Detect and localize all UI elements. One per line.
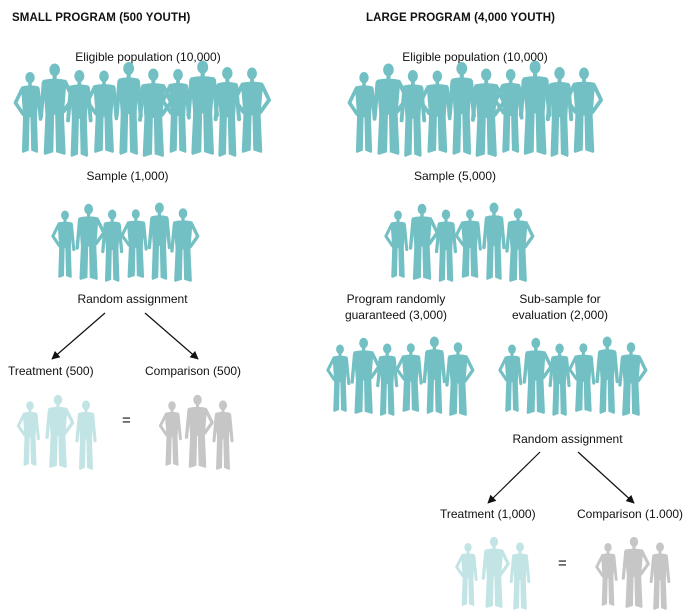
large-comparison-crowd xyxy=(595,536,671,610)
subsample-crowd-person xyxy=(595,336,620,414)
small-treatment-label: Treatment (500) xyxy=(8,364,94,378)
large-eligible-crowd xyxy=(347,60,604,157)
small-eligible-crowd-person xyxy=(213,67,242,157)
small-comparison-crowd xyxy=(158,394,234,470)
guaranteed-crowd xyxy=(326,336,475,416)
small-treatment-crowd-person xyxy=(75,400,97,470)
large-sample-crowd xyxy=(384,202,535,282)
small-eligible-crowd-person xyxy=(186,60,219,155)
small-arrow-to-treatment xyxy=(51,312,106,360)
large-comparison-crowd-person xyxy=(649,542,671,610)
small-sample-crowd-person xyxy=(147,202,172,280)
small-sample-crowd-person xyxy=(75,203,106,280)
large-sample-crowd-person xyxy=(384,210,409,278)
small-eligible-crowd-person xyxy=(138,68,174,157)
small-sample-crowd-person xyxy=(120,209,148,278)
guaranteed-crowd-person xyxy=(422,336,447,414)
guaranteed-label-line2: guaranteed (3,000) xyxy=(344,308,448,322)
large-eligible-crowd-person xyxy=(447,62,476,155)
small-eligible-crowd xyxy=(13,60,272,157)
large-eligible-crowd-person xyxy=(399,70,427,157)
subsample-crowd-person xyxy=(618,342,648,416)
subsample-crowd-person xyxy=(498,344,523,412)
guaranteed-crowd-person xyxy=(350,337,381,414)
large-sample-crowd-person xyxy=(434,209,458,282)
large-treatment-label: Treatment (1,000) xyxy=(440,507,536,521)
small-random-assignment-label: Random assignment xyxy=(77,292,188,306)
large-random-assignment-label: Random assignment xyxy=(512,432,623,446)
small-sample-crowd-person xyxy=(170,208,200,282)
large-sample-crowd-person xyxy=(454,209,482,278)
small-equals-sign: = xyxy=(122,412,131,429)
guaranteed-crowd-person xyxy=(376,343,399,416)
guaranteed-crowd-person xyxy=(395,343,423,412)
small-treatment-crowd-person xyxy=(45,394,75,468)
subsample-label-line2: evaluation (2,000) xyxy=(511,308,609,322)
large-eligible-crowd-person xyxy=(372,63,409,155)
small-program-title: SMALL PROGRAM (500 YOUTH) xyxy=(12,12,191,24)
small-treatment-crowd-person xyxy=(16,401,40,466)
large-sample-label: Sample (5,000) xyxy=(413,169,497,183)
small-eligible-crowd-person xyxy=(66,70,93,157)
large-eligible-label: Eligible population (10,000) xyxy=(402,50,548,64)
guaranteed-crowd-person xyxy=(326,344,351,412)
large-eligible-crowd-person xyxy=(493,69,524,153)
large-treatment-crowd-person xyxy=(455,543,478,606)
small-eligible-label: Eligible population (10,000) xyxy=(75,50,221,64)
guaranteed-crowd-person xyxy=(445,342,475,416)
subsample-crowd xyxy=(498,336,648,416)
large-eligible-crowd-person xyxy=(518,60,552,155)
large-comparison-label: Comparison (1.000) xyxy=(577,507,684,521)
guaranteed-label-line1: Program randomly xyxy=(346,292,446,306)
small-sample-label: Sample (1,000) xyxy=(86,169,169,183)
small-eligible-crowd-person xyxy=(13,72,43,153)
large-sample-crowd-person xyxy=(505,208,535,282)
small-comparison-label: Comparison (500) xyxy=(145,364,242,378)
small-sample-crowd xyxy=(51,202,200,282)
small-sample-crowd-person xyxy=(101,209,124,282)
subsample-crowd-person xyxy=(568,343,596,412)
small-comparison-crowd-person xyxy=(158,401,182,466)
large-eligible-crowd-person xyxy=(564,67,604,153)
subsample-crowd-person xyxy=(548,343,571,416)
large-arrow-to-treatment xyxy=(487,451,541,504)
large-comparison-crowd-person xyxy=(621,536,650,608)
small-arrow-to-comparison xyxy=(144,312,199,360)
small-treatment-crowd xyxy=(16,394,97,470)
small-eligible-crowd-person xyxy=(85,70,119,153)
large-arrow-to-comparison xyxy=(577,451,635,504)
small-sample-crowd-person xyxy=(51,210,76,278)
large-treatment-crowd-person xyxy=(481,536,510,608)
large-equals-sign: = xyxy=(558,555,567,572)
subsample-label-line1: Sub-sample for xyxy=(519,292,601,306)
large-sample-crowd-person xyxy=(482,202,506,280)
large-eligible-crowd-person xyxy=(347,72,377,153)
large-eligible-crowd-person xyxy=(545,67,574,157)
small-eligible-crowd-person xyxy=(232,67,272,153)
small-eligible-crowd-person xyxy=(114,62,143,155)
large-sample-crowd-person xyxy=(408,203,439,280)
large-program-title: LARGE PROGRAM (4,000 YOUTH) xyxy=(366,12,556,24)
small-comparison-crowd-person xyxy=(184,394,214,468)
large-treatment-crowd xyxy=(455,536,531,610)
large-comparison-crowd-person xyxy=(595,543,618,606)
subsample-crowd-person xyxy=(522,337,553,414)
large-eligible-crowd-person xyxy=(470,68,506,157)
small-comparison-crowd-person xyxy=(212,400,234,470)
large-treatment-crowd-person xyxy=(509,542,531,610)
